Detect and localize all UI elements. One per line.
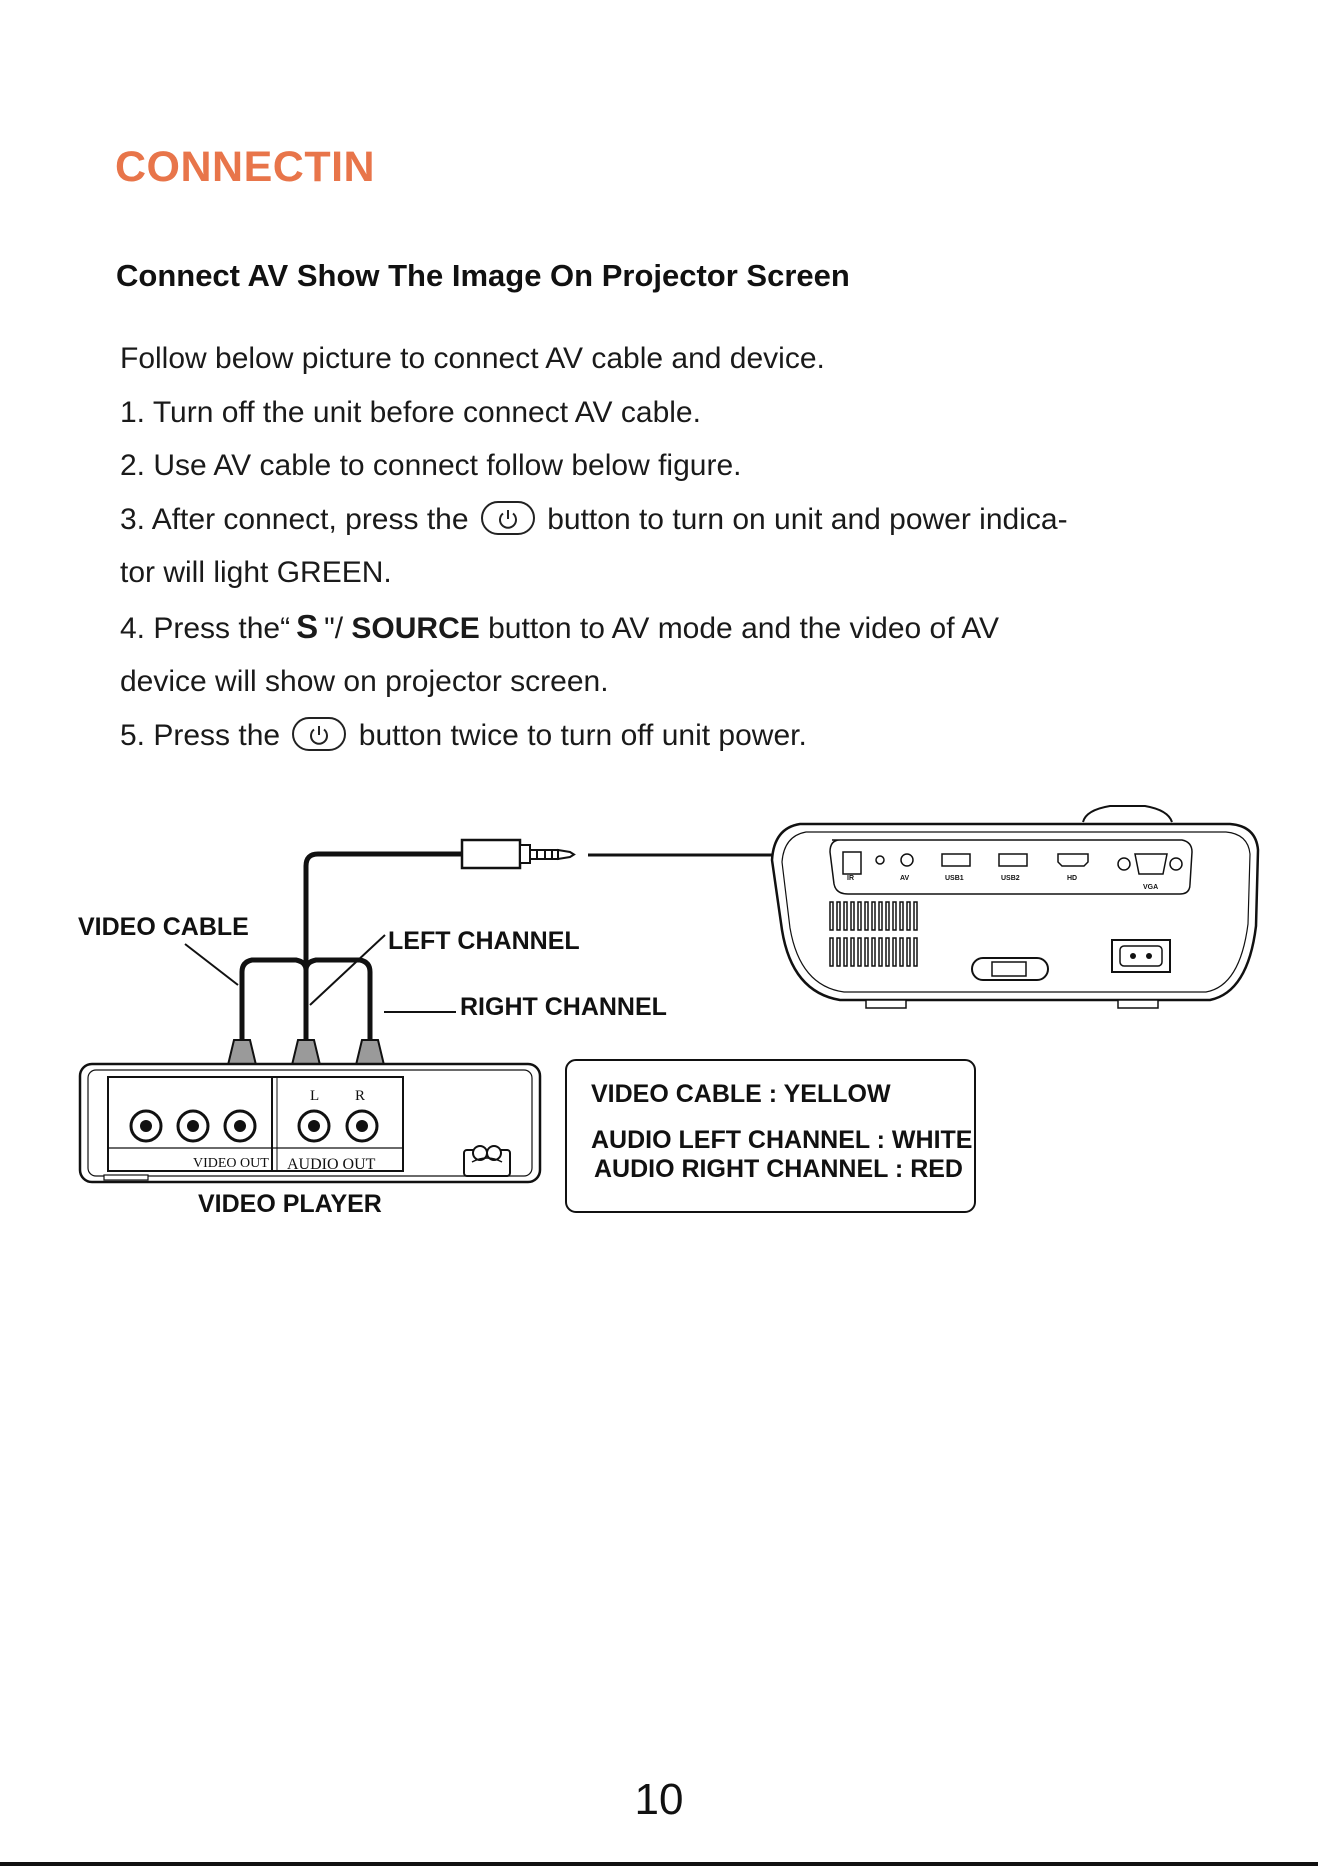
source-s-icon: S: [296, 607, 319, 645]
step-4-prefix: 4. Press the“: [120, 611, 291, 645]
power-inlet-icon: [463, 1145, 511, 1177]
av-plug: [460, 838, 576, 870]
step-5-suffix: button twice to turn off unit power.: [358, 718, 807, 752]
step-4: 4. Press the“S"/ SOURCE button to AV mod…: [120, 600, 1210, 656]
split-cable-left: [239, 957, 309, 1040]
port-usb2-label: USB2: [1001, 875, 1020, 882]
video-player: L R VIDEO OUT AUDIO OUT: [78, 1062, 542, 1184]
step-3-prefix: 3. After connect, press the: [120, 502, 469, 536]
step-4-cont: device will show on projector screen.: [120, 665, 609, 698]
connection-diagram: VIDEO CABLE LEFT CHANNEL RIGHT CHANNEL L…: [78, 805, 1260, 1218]
step-5-prefix: 5. Press the: [120, 718, 281, 752]
video-cable-label: VIDEO CABLE: [78, 913, 249, 941]
legend-left: AUDIO LEFT CHANNEL : WHITE: [591, 1126, 972, 1154]
color-legend: VIDEO CABLE : YELLOW AUDIO LEFT CHANNEL …: [565, 1059, 976, 1213]
video-player-label: VIDEO PLAYER: [198, 1190, 382, 1218]
step-5: 5. Press the button twice to turn off un…: [120, 709, 1210, 763]
left-channel-leader: [309, 934, 386, 1006]
video-out-label: VIDEO OUT: [193, 1156, 269, 1171]
step-3-suffix: button to turn on unit and power indica-: [547, 502, 1068, 536]
split-cable-right: [303, 957, 373, 1040]
power-button-icon: [480, 500, 535, 535]
step-4-mid: "/: [324, 611, 344, 645]
video-cable-leader: [184, 943, 239, 986]
port-ir-label: IR: [847, 875, 854, 882]
right-jack-label: R: [355, 1088, 365, 1104]
audio-out-label: AUDIO OUT: [287, 1156, 376, 1173]
right-channel-label: RIGHT CHANNEL: [460, 993, 667, 1021]
section-title: CONNECTIN: [115, 143, 376, 191]
bottom-rule: [0, 1862, 1318, 1866]
legend-video: VIDEO CABLE : YELLOW: [591, 1080, 891, 1108]
page-number: 10: [634, 1775, 684, 1824]
projector: IR AV USB1 USB2 HD VGA: [770, 805, 1260, 1009]
step-4-suffix: button to AV mode and the video of AV: [488, 611, 1000, 645]
step-2: 2. Use AV cable to connect follow below …: [120, 449, 742, 482]
instructions: Follow below picture to connect AV cable…: [120, 332, 1210, 762]
left-channel-label: LEFT CHANNEL: [388, 927, 580, 955]
port-hd-label: HD: [1067, 875, 1077, 882]
port-av-label: AV: [900, 875, 910, 882]
step-3: 3. After connect, press the button to tu…: [120, 493, 1210, 547]
port-vga-label: VGA: [1143, 884, 1158, 891]
intro-line: Follow below picture to connect AV cable…: [120, 342, 825, 375]
step-1: 1. Turn off the unit before connect AV c…: [120, 395, 701, 429]
source-label: SOURCE: [351, 611, 480, 645]
left-jack-label: L: [310, 1088, 319, 1104]
port-usb1-label: USB1: [945, 875, 964, 882]
subtitle: Connect AV Show The Image On Projector S…: [116, 258, 850, 293]
step-3-cont: tor will light GREEN.: [120, 556, 392, 589]
power-button-icon: [292, 716, 347, 751]
main-cable: [303, 851, 462, 1040]
legend-right: AUDIO RIGHT CHANNEL : RED: [594, 1155, 963, 1183]
